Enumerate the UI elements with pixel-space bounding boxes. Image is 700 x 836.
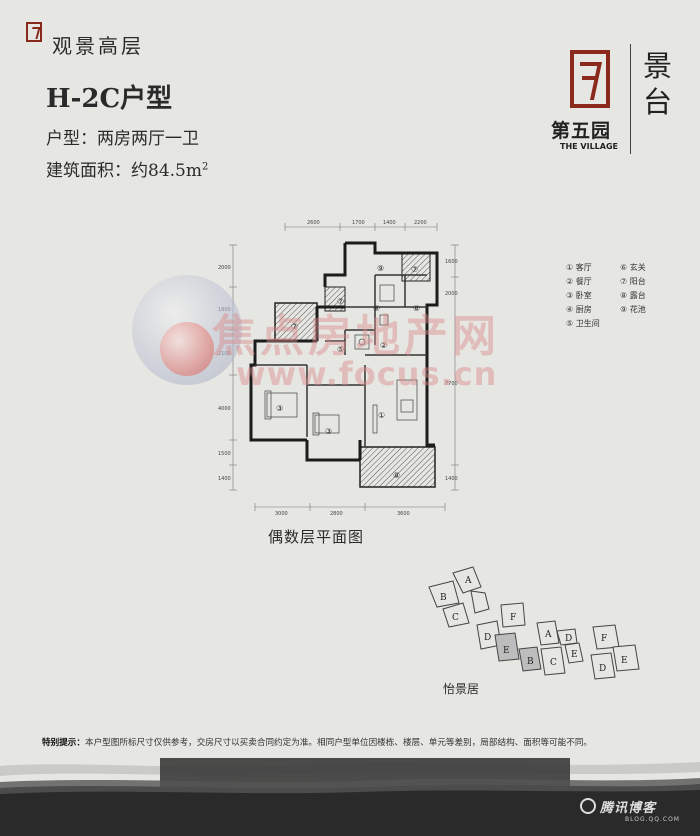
room-6: ⑥ — [413, 304, 420, 313]
legend-item: ① 客厅 — [566, 263, 592, 272]
site-label-d3: D — [599, 664, 606, 674]
site-label-b2: B — [527, 657, 534, 667]
room-3a: ③ — [276, 404, 283, 413]
site-label-f1: F — [510, 613, 516, 623]
tencent-blog-brand: 腾讯博客 — [600, 801, 657, 816]
unit-type: 户型：两房两厅一卫 — [46, 129, 199, 149]
watermark-logo-ball — [160, 322, 214, 376]
room-2: ② — [380, 341, 387, 350]
dim-left-5: 1500 — [218, 451, 231, 457]
dim-bottom-2: 2800 — [330, 511, 343, 515]
notice-label: 特别提示： — [42, 738, 85, 748]
dim-left-6: 1400 — [218, 476, 231, 482]
floor-plan: 2600 1700 1400 2200 3000 2800 3600 2000 … — [218, 220, 459, 515]
site-plan: A B C D E F A B C D E F F E D — [428, 566, 640, 680]
site-label-c2: C — [550, 658, 557, 668]
site-label-a2: A — [544, 630, 552, 640]
dim-bottom-1: 3000 — [275, 511, 288, 515]
site-label-f2: F — [601, 634, 607, 644]
site-label-e1: E — [503, 646, 510, 656]
legend-item: ⑨ 花池 — [620, 305, 646, 314]
room-9: ⑨ — [377, 264, 384, 273]
dim-right-1: 1600 — [445, 259, 458, 265]
notice-text: 本户型图所标尺寸仅供参考，交房尺寸以买卖合同约定为准。相同户型单位因楼栋、楼层、… — [84, 738, 593, 748]
dim-left-4: 4000 — [218, 406, 231, 412]
room-7c: ⑦ — [411, 265, 418, 274]
legend-item: ③ 卧室 — [566, 291, 592, 300]
dim-right-4: 1400 — [445, 476, 458, 482]
dim-right-2: 2000 — [445, 291, 458, 297]
blog-url: BLOG.QQ.COM — [625, 816, 680, 823]
dim-top-1: 2600 — [307, 220, 320, 226]
series-title: 观景高层 — [52, 34, 144, 58]
special-notice: 特别提示：本户型图所标尺寸仅供参考，交房尺寸以买卖合同约定为准。相同户型单位因楼… — [42, 736, 592, 748]
brand-divider — [630, 44, 631, 154]
room-1: ① — [378, 411, 385, 420]
site-plan-caption: 怡景居 — [443, 682, 480, 696]
room-3b: ③ — [325, 427, 332, 436]
mini-logo — [26, 22, 42, 42]
room-8: ⑧ — [393, 471, 400, 480]
watermark-text: 焦点房地产网 — [212, 311, 500, 362]
site-label-b1: B — [440, 593, 447, 603]
room-7a: ⑦ — [291, 322, 298, 331]
legend-item: ⑥ 玄关 — [620, 263, 646, 272]
dim-bottom-3: 3600 — [397, 511, 410, 515]
dim-top-3: 1400 — [383, 220, 396, 226]
site-label-c1: C — [452, 613, 459, 623]
site-label-e2: E — [571, 650, 578, 660]
legend-item: ⑦ 阳台 — [620, 277, 646, 286]
brand-vertical-title: 景台 — [643, 49, 673, 119]
area-text: 建筑面积：约84.5m — [46, 161, 202, 181]
dim-left-1: 2000 — [218, 265, 231, 271]
room-7b: ⑦ — [337, 297, 344, 306]
ink-brush-decoration — [0, 758, 700, 836]
tencent-blog-icon — [580, 798, 596, 814]
watermark-url: www.focus.cn — [236, 355, 498, 393]
room-4: ④ — [373, 304, 380, 313]
legend-item: ⑤ 卫生间 — [566, 319, 600, 328]
floor-plan-caption: 偶数层平面图 — [268, 528, 365, 546]
legend-item: ② 餐厅 — [566, 277, 592, 286]
site-label-d2: D — [565, 634, 572, 644]
site-label-a1: A — [464, 576, 472, 586]
dim-top-2: 1700 — [352, 220, 365, 226]
brand-logo-mark — [570, 50, 610, 108]
dim-right-3: 7700 — [445, 381, 458, 387]
unit-code: H-2C户型 — [46, 84, 173, 114]
site-label-d1: D — [484, 633, 491, 643]
unit-area: 建筑面积：约84.5m2 — [46, 156, 208, 181]
legend-item: ⑧ 露台 — [620, 291, 646, 300]
site-label-e3: E — [621, 656, 628, 666]
brand-name-en: THE VILLAGE — [560, 142, 618, 151]
area-superscript: 2 — [201, 161, 209, 173]
room-5: ⑤ — [337, 345, 344, 354]
legend-item: ④ 厨房 — [566, 305, 592, 314]
brand-name: 第五园 — [551, 120, 612, 142]
dim-top-4: 2200 — [414, 220, 427, 226]
